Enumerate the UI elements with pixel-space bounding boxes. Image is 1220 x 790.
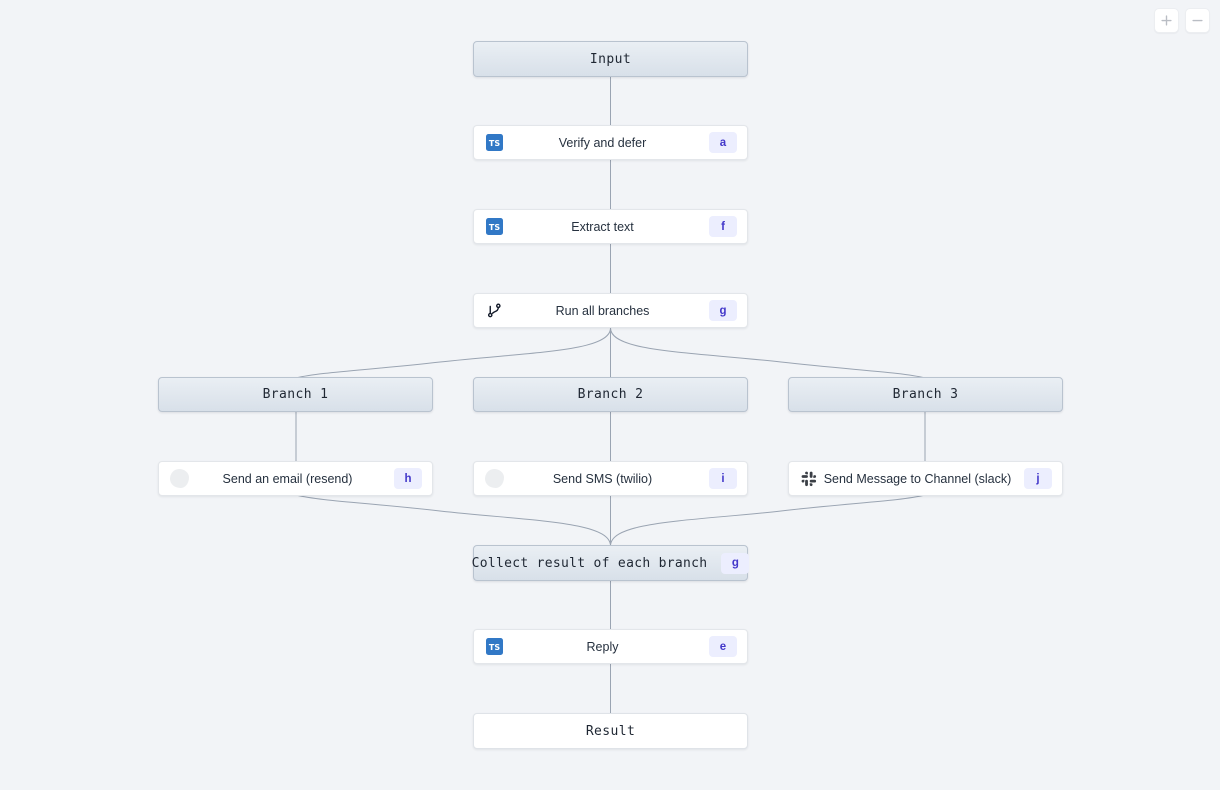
- zoom-controls: [1154, 8, 1210, 33]
- edge-run-to-branch-3: [610, 327, 926, 379]
- node-send-sms-twilio-badge[interactable]: i: [709, 468, 737, 489]
- node-collect-result-of-each-branch[interactable]: Collect result of each branch g: [471, 545, 750, 581]
- edge-email-to-collect: [295, 494, 611, 547]
- node-extract-text[interactable]: TS Extract text f: [473, 209, 748, 244]
- node-send-message-to-channel-slack[interactable]: Send Message to Channel (slack) j: [788, 461, 1063, 496]
- node-run-all-branches[interactable]: Run all branches g: [473, 293, 748, 328]
- typescript-icon: TS: [484, 637, 504, 657]
- svg-text:TS: TS: [488, 643, 499, 652]
- edge-run-to-branch-1: [295, 327, 611, 379]
- node-reply-title: Reply: [586, 639, 619, 654]
- node-input[interactable]: Input: [473, 41, 748, 77]
- node-branch-2[interactable]: Branch 2: [473, 377, 748, 412]
- twilio-icon: [484, 469, 504, 489]
- node-result[interactable]: Result: [473, 713, 748, 749]
- typescript-icon: TS: [484, 133, 504, 153]
- node-result-title: Result: [585, 723, 636, 739]
- node-branch-1[interactable]: Branch 1: [158, 377, 433, 412]
- node-send-an-email-resend[interactable]: Send an email (resend) h: [158, 461, 433, 496]
- node-send-an-email-resend-badge[interactable]: h: [394, 468, 422, 489]
- minus-icon: [1192, 19, 1203, 22]
- resend-icon: [169, 469, 189, 489]
- svg-text:TS: TS: [488, 139, 499, 148]
- edge-slack-to-collect: [610, 494, 926, 547]
- zoom-in-button[interactable]: [1154, 8, 1179, 33]
- node-extract-text-badge[interactable]: f: [709, 216, 737, 237]
- node-send-message-to-channel-slack-badge[interactable]: j: [1024, 468, 1052, 489]
- typescript-icon: TS: [484, 217, 504, 237]
- plus-icon: [1161, 15, 1172, 26]
- git-branch-icon: [484, 301, 504, 321]
- node-verify-and-defer-badge[interactable]: a: [709, 132, 737, 153]
- node-send-message-to-channel-slack-title: Send Message to Channel (slack): [823, 471, 1012, 486]
- node-extract-text-title: Extract text: [571, 219, 634, 234]
- node-reply-badge[interactable]: e: [709, 636, 737, 657]
- node-branch-2-title: Branch 2: [577, 387, 644, 402]
- node-branch-3-title: Branch 3: [892, 387, 959, 402]
- node-collect-result-of-each-branch-badge[interactable]: g: [721, 552, 750, 574]
- node-branch-3[interactable]: Branch 3: [788, 377, 1063, 412]
- node-send-sms-twilio-title: Send SMS (twilio): [552, 471, 653, 486]
- node-send-an-email-resend-title: Send an email (resend): [222, 471, 353, 486]
- node-branch-1-title: Branch 1: [262, 387, 329, 402]
- node-verify-and-defer[interactable]: TS Verify and defer a: [473, 125, 748, 160]
- node-collect-result-of-each-branch-title: Collect result of each branch: [471, 555, 708, 571]
- node-input-title: Input: [589, 51, 632, 67]
- node-send-sms-twilio[interactable]: Send SMS (twilio) i: [473, 461, 748, 496]
- node-run-all-branches-title: Run all branches: [555, 303, 650, 318]
- node-reply[interactable]: TS Reply e: [473, 629, 748, 664]
- svg-text:TS: TS: [488, 223, 499, 232]
- slack-icon: [799, 469, 819, 489]
- node-verify-and-defer-title: Verify and defer: [558, 135, 647, 150]
- node-run-all-branches-badge[interactable]: g: [709, 300, 737, 321]
- zoom-out-button[interactable]: [1185, 8, 1210, 33]
